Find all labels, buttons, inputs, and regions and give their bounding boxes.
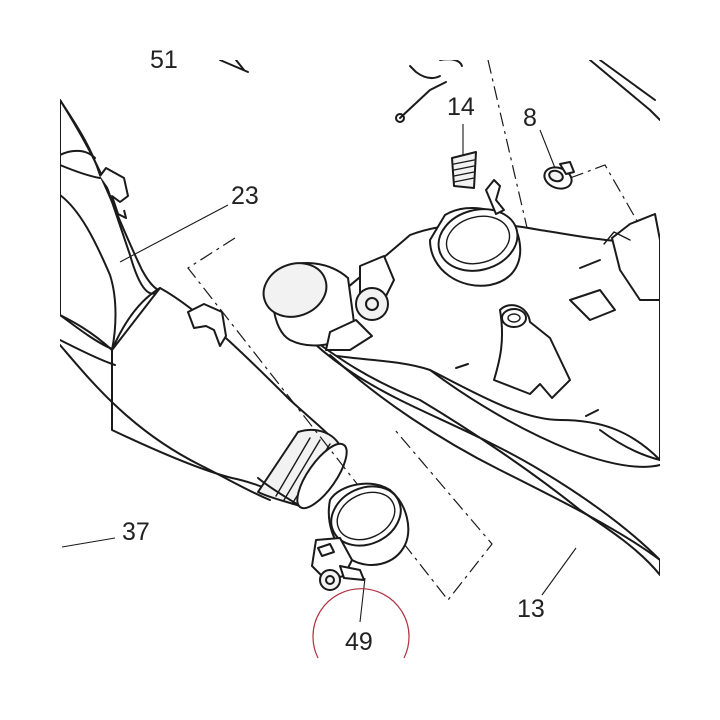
callout-8: 8 xyxy=(523,104,537,132)
callout-23: 23 xyxy=(231,182,259,210)
leader-lines xyxy=(61,124,577,623)
muffler-outlet xyxy=(429,179,522,287)
leader-13 xyxy=(541,547,577,596)
cable-part-51 xyxy=(219,58,661,123)
exhaust-pipe-lower xyxy=(59,287,348,510)
leader-49 xyxy=(359,577,366,623)
callout-14: 14 xyxy=(447,93,475,121)
callout-49: 49 xyxy=(345,628,373,656)
leader-23 xyxy=(119,204,229,263)
callout-13: 13 xyxy=(517,595,545,623)
muffler-inlet xyxy=(262,255,395,351)
exhaust-pipe-upper xyxy=(59,99,163,351)
spring-part-14 xyxy=(451,151,477,189)
clamp-part-49 xyxy=(311,482,410,591)
grommet-part-8 xyxy=(543,161,575,190)
callout-51: 51 xyxy=(150,46,178,74)
highlight-circle xyxy=(312,588,410,659)
callout-37: 37 xyxy=(122,518,150,546)
leader-37 xyxy=(61,537,116,548)
leader-8 xyxy=(539,129,556,169)
